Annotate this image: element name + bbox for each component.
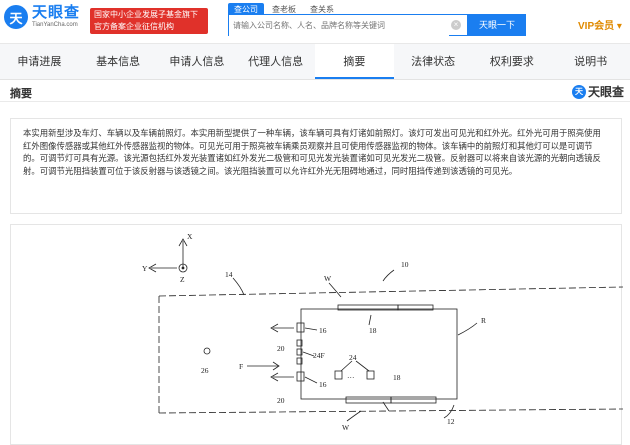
label-ref-18-bottom: 18 [393, 373, 401, 382]
vip-link[interactable]: VIP会员 ▾ [578, 17, 622, 32]
label-ref-12: 12 [447, 417, 455, 426]
patent-nav: 申请进展 基本信息 申请人信息 代理人信息 摘要 法律状态 权利要求 说明书 [0, 44, 630, 80]
official-badge[interactable]: 国家中小企业发展子基金旗下 官方备案企业征信机构 [90, 8, 208, 34]
label-ref-26: 26 [201, 366, 209, 375]
label-ref-18-top: 18 [369, 326, 377, 335]
search-tab-boss[interactable]: 查老板 [272, 5, 296, 14]
label-ref-w-top: W [324, 274, 332, 283]
logo-icon: 天 [4, 5, 28, 29]
patent-drawing: X Y Z 10 14 W R 18 16 24F 24 ··· 16 18 2… [142, 232, 623, 432]
tab-applicant-info[interactable]: 申请人信息 [169, 56, 225, 68]
search-tab-relation[interactable]: 查关系 [310, 5, 334, 14]
label-axis-y: Y [142, 264, 148, 273]
search-box: × [228, 14, 468, 36]
label-ref-16-bottom: 16 [319, 380, 327, 389]
tab-agent-info[interactable]: 代理人信息 [248, 56, 304, 68]
badge-line-2: 官方备案企业征信机构 [94, 22, 174, 31]
eye-logo-icon: 天 [571, 84, 586, 99]
label-axis-x: X [187, 232, 193, 241]
abstract-text-box: 本实用新型涉及车灯、车辆以及车辆前照灯。本实用新型提供了一种车辆，该车辆可具有灯… [10, 118, 622, 214]
clear-icon[interactable]: × [451, 20, 461, 30]
tab-basic-info[interactable]: 基本信息 [96, 56, 141, 68]
patent-figure: X Y Z 10 14 W R 18 16 24F 24 ··· 16 18 2… [10, 224, 623, 445]
label-ref-16-top: 16 [319, 326, 327, 335]
label-axis-z: Z [180, 275, 185, 284]
top-header: 天 天眼查 TianYanCha.com 国家中小企业发展子基金旗下 官方备案企… [0, 0, 630, 44]
watermark-text: 天眼查 [587, 85, 624, 99]
tab-application-progress[interactable]: 申请进展 [17, 56, 62, 68]
tab-legal-status[interactable]: 法律状态 [411, 56, 456, 68]
label-ref-24f: 24F [313, 351, 325, 360]
label-ref-20-bottom: 20 [277, 396, 285, 405]
abstract-text: 本实用新型涉及车灯、车辆以及车辆前照灯。本实用新型提供了一种车辆，该车辆可具有灯… [23, 128, 601, 176]
badge-line-1: 国家中小企业发展子基金旗下 [94, 10, 198, 19]
label-ref-r: R [481, 316, 486, 325]
section-title: 摘要 [10, 88, 32, 100]
label-ref-20-top: 20 [277, 344, 285, 353]
logo-name: 天眼查 [32, 4, 81, 21]
label-ref-f: F [239, 362, 243, 371]
tab-description[interactable]: 说明书 [574, 56, 608, 68]
label-ref-14: 14 [225, 270, 233, 279]
label-ref-10: 10 [401, 260, 409, 269]
label-ref-w-bottom: W [342, 423, 350, 432]
chevron-down-icon: ▾ [614, 21, 622, 32]
tab-claims[interactable]: 权利要求 [489, 56, 534, 68]
search-tabs: 查公司 查老板 查关系 [228, 3, 340, 16]
watermark-logo: 天 天眼查 [571, 83, 624, 100]
section-header: 摘要 天 天眼查 [0, 80, 630, 102]
search-button[interactable]: 天眼一下 [468, 14, 526, 36]
vip-label: VIP会员 [578, 21, 615, 32]
search-input[interactable] [229, 15, 449, 36]
site-logo[interactable]: 天 天眼查 TianYanCha.com [4, 5, 80, 29]
logo-domain: TianYanCha.com [32, 22, 78, 28]
label-ref-24: 24 [349, 353, 357, 362]
tab-abstract[interactable]: 摘要 [315, 44, 394, 79]
label-ref-dots: ··· [347, 373, 355, 382]
search-tab-company[interactable]: 查公司 [228, 3, 264, 16]
